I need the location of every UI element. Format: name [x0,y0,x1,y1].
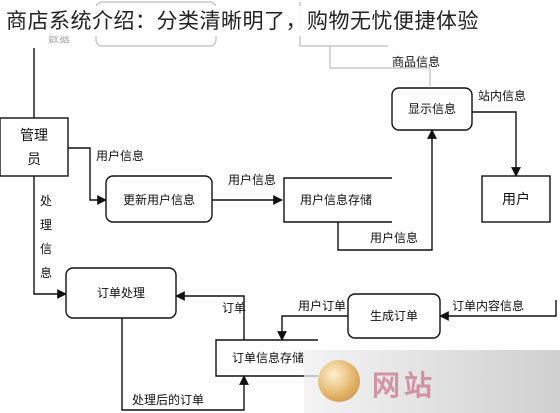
label-admin-process-3: 信 [40,242,52,256]
edge-labels: 用户信息 用户信息 用户信息 商品信息 站内信息 订单 用户订单 订单内容信息 … [40,54,526,407]
node-user [481,175,551,223]
label-site-info: 站内信息 [478,88,526,103]
label-admin-process-4: 息 [40,265,52,280]
label-admin-process-2: 理 [40,218,52,232]
node-order-store [215,339,318,377]
edge-processed-order [121,318,249,411]
node-order-store-label: 订单信息存储 [232,350,304,365]
label-product-info: 商品信息 [392,54,440,69]
edge-content-to-create [439,300,557,321]
watermark-text: 网站 [372,369,437,402]
node-admin-label-1: 管理 [20,128,48,144]
label-order-content: 订单内容信息 [452,298,524,313]
edge-display-to-user [472,111,521,177]
node-order-process-label: 订单处理 [97,286,145,300]
label-admin-to-update: 用户信息 [96,148,144,163]
watermark: 网站 [304,350,560,413]
label-store-return: 用户信息 [370,230,418,245]
label-processed-order: 处理后的订单 [132,392,204,407]
node-update-user [105,175,213,223]
label-create-to-store: 用户订单 [298,298,346,313]
node-order-process [65,267,177,319]
label-store-to-process: 订单 [222,301,246,315]
page-title: 商店系统介绍：分类清晰明了，购物无忧便捷体验 [6,6,554,36]
faint-connector [329,46,431,86]
diagram-edges [33,48,557,411]
node-user-label: 用户 [502,191,530,208]
edge-admin-to-update [68,147,107,205]
edge-store-to-process [175,291,245,340]
node-create-order [347,293,441,339]
watermark-logo-icon [318,360,360,402]
node-admin [0,117,69,177]
edge-store-to-display [337,129,437,251]
node-create-order-label: 生成订单 [370,309,418,323]
node-user-store-label: 用户信息存储 [300,192,372,207]
node-update-user-label: 更新用户信息 [123,192,195,207]
node-display-label: 显示信息 [408,101,456,116]
edge-admin-to-process [33,176,67,299]
label-update-to-store: 用户信息 [228,172,276,187]
node-display [391,87,473,131]
label-admin-process-1: 处 [40,194,52,208]
node-admin-label-2: 员 [27,152,41,168]
node-user-store [283,177,392,223]
diagram-nodes: 管理 员 更新用户信息 用户信息存储 显示信息 用户 订单处理 订单信息存储 生… [0,87,551,377]
edge-create-to-store [277,315,348,341]
